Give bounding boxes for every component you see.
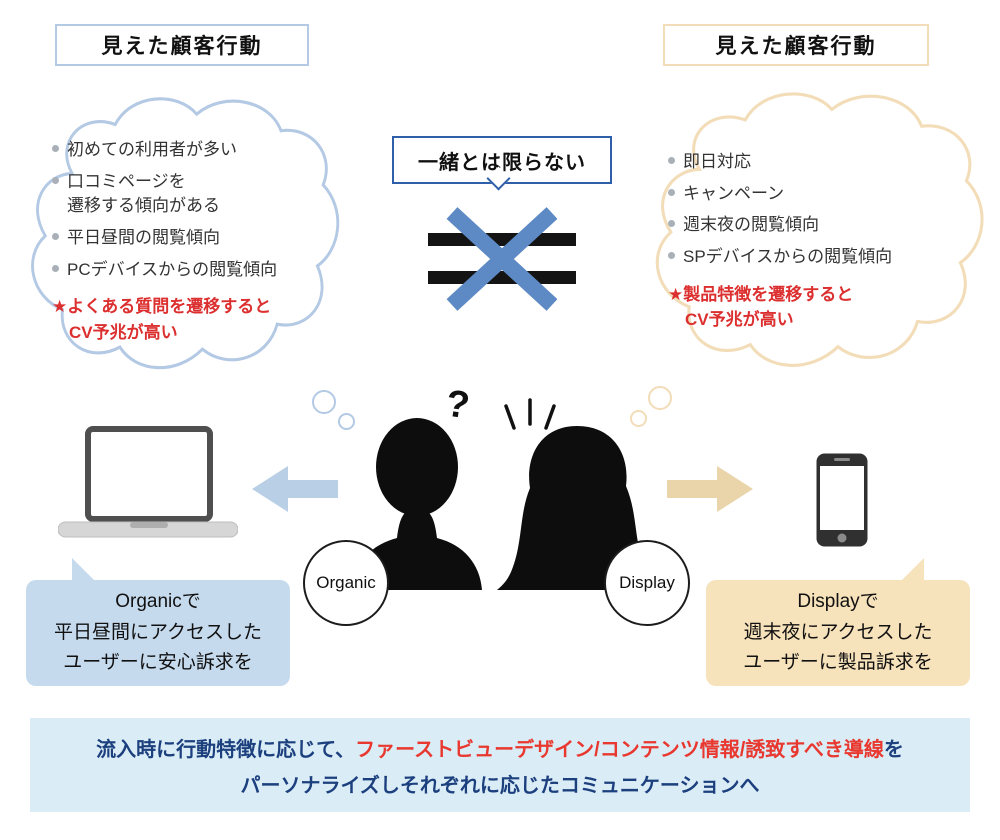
- smartphone-icon: [816, 453, 868, 547]
- banner-line1-pre: 流入時に行動特徴に応じて、: [96, 738, 356, 761]
- woman-silhouette-icon: [497, 426, 658, 590]
- list-item: 口コミページを 遷移する傾向がある: [52, 170, 330, 219]
- arrow-left-icon: [252, 466, 338, 512]
- list-item: PCデバイスからの閲覧傾向: [52, 258, 330, 283]
- right-cv-highlight: ★製品特徴を遷移すると CV予兆が高い: [668, 284, 854, 330]
- speech-tail: [72, 558, 98, 584]
- arrow-right-icon: [667, 466, 753, 512]
- banner-line2: パーソナライズしそれぞれに応じたコミュニケーションへ: [240, 774, 760, 797]
- organic-speech-text: Organicで 平日昼間にアクセスした ユーザーに安心訴求を: [53, 591, 263, 674]
- left-cv-highlight: ★よくある質問を遷移すると CV予兆が高い: [52, 297, 272, 342]
- speech-tail: [898, 558, 924, 584]
- left-behavior-list: 初めての利用者が多い 口コミページを 遷移する傾向がある 平日昼間の閲覧傾向 P…: [52, 138, 330, 345]
- laptop-icon: [58, 426, 238, 538]
- list-item: 即日対応: [668, 150, 968, 175]
- organic-channel-badge: Organic: [303, 540, 389, 626]
- thought-trail-circle: [630, 410, 647, 427]
- organic-speech-bubble: Organicで 平日昼間にアクセスした ユーザーに安心訴求を: [26, 558, 290, 686]
- bullet-icon: [52, 264, 59, 272]
- banner-line1: 流入時に行動特徴に応じて、ファーストビューデザイン/コンテンツ情報/誘致すべき導…: [96, 733, 904, 762]
- thought-trail-circle: [648, 386, 672, 410]
- thought-trail-circle: [312, 390, 336, 414]
- summary-banner: 流入時に行動特徴に応じて、ファーストビューデザイン/コンテンツ情報/誘致すべき導…: [30, 718, 970, 812]
- display-speech-text: Displayで 週末夜にアクセスした ユーザーに製品訴求を: [743, 591, 933, 674]
- bullet-icon: [668, 220, 675, 228]
- display-channel-badge: Display: [604, 540, 690, 626]
- banner-line1-highlight: ファーストビューデザイン/コンテンツ情報/誘致すべき導線: [355, 738, 884, 761]
- bullet-icon: [668, 251, 675, 259]
- list-item: キャンペーン: [668, 182, 968, 207]
- left-title: 見えた顧客行動: [55, 24, 309, 66]
- bullet-icon: [668, 188, 675, 196]
- bullet-icon: [52, 176, 59, 184]
- bullet-icon: [52, 232, 59, 240]
- display-speech-bubble: Displayで 週末夜にアクセスした ユーザーに製品訴求を: [706, 558, 970, 686]
- list-item: 初めての利用者が多い: [52, 138, 330, 163]
- list-item: SPデバイスからの閲覧傾向: [668, 245, 968, 270]
- right-behavior-list: 即日対応 キャンペーン 週末夜の閲覧傾向 SPデバイスからの閲覧傾向 ★製品特徴…: [668, 150, 968, 333]
- banner-line1-post: を: [883, 738, 904, 761]
- right-title: 見えた顧客行動: [663, 24, 929, 66]
- bullet-icon: [52, 145, 59, 152]
- bullet-icon: [668, 157, 675, 164]
- thought-bubble-left: [31, 97, 340, 370]
- thought-trail-circle: [338, 413, 355, 430]
- not-equal-icon: [428, 207, 576, 311]
- list-item: 週末夜の閲覧傾向: [668, 213, 968, 238]
- thought-bubble-right: [655, 92, 984, 367]
- list-item: 平日昼間の閲覧傾向: [52, 226, 330, 251]
- exclamation-marks-icon: [504, 398, 556, 430]
